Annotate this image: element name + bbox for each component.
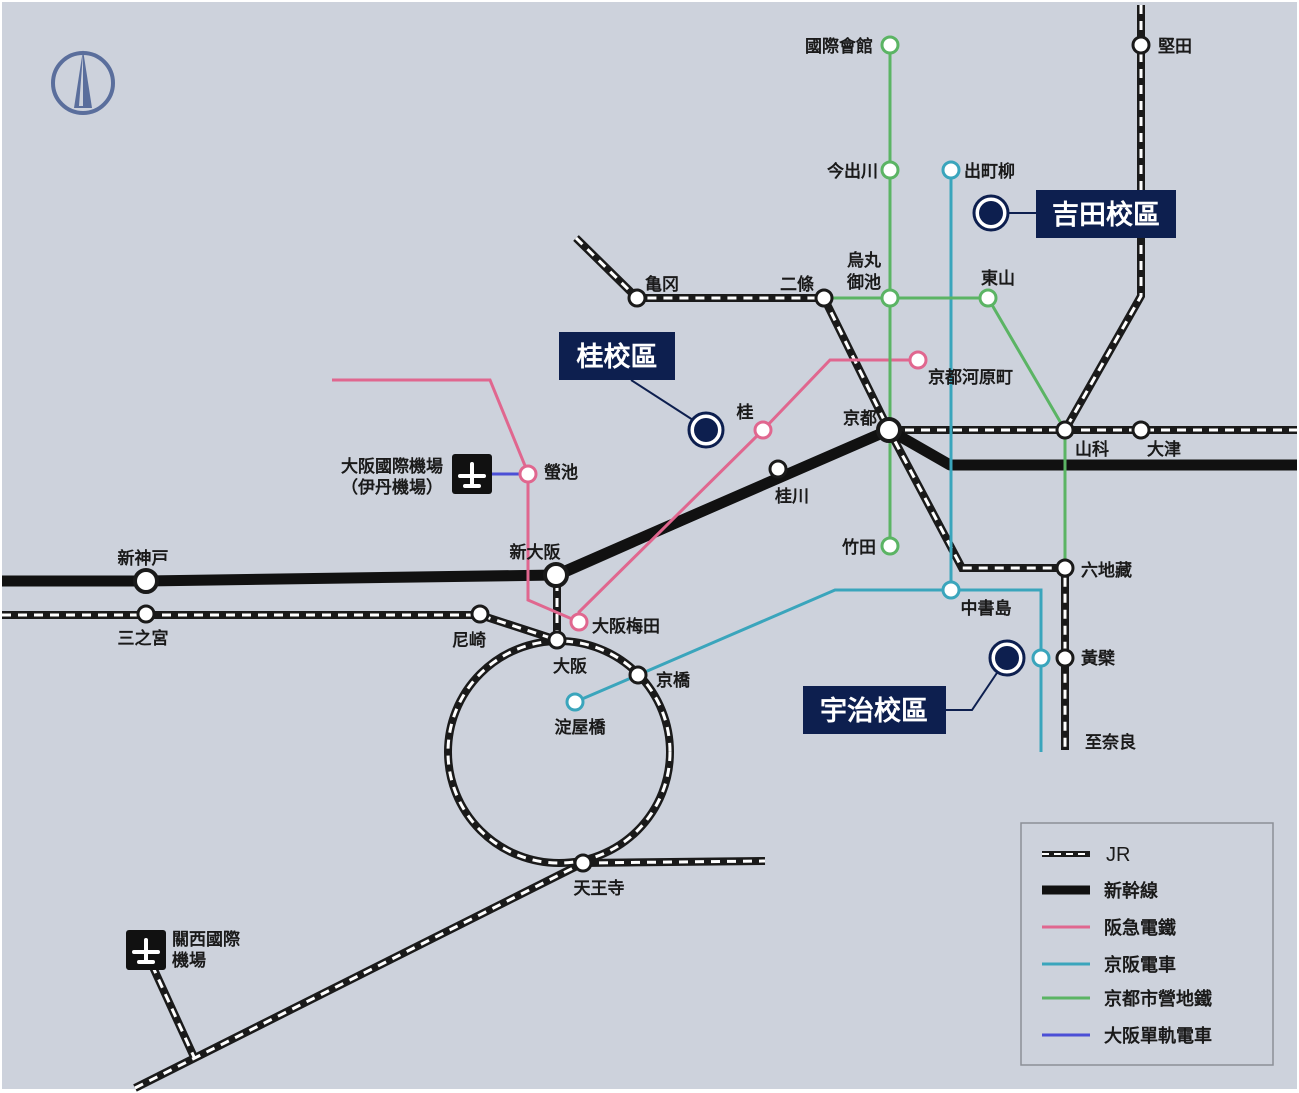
label-kameoka: 亀冈 (645, 274, 679, 295)
label-kyobashi: 京橋 (656, 670, 691, 691)
label-osaka: 大阪 (553, 656, 587, 677)
itami-label-1: 大阪國際機場 (341, 456, 443, 477)
station-dot-rokujizo (1055, 558, 1075, 578)
station-dot-demachiyanagi (941, 160, 961, 180)
itami-label-2: （伊丹機場） (341, 477, 443, 498)
label-chushojima: 中書島 (961, 598, 1012, 619)
station-dot-takeda (880, 536, 900, 556)
label-katsuragawa: 桂川 (774, 486, 809, 507)
kansai-label-2: 機場 (172, 950, 206, 971)
compass-icon (51, 50, 115, 115)
label-imadegawa: 今出川 (827, 161, 878, 182)
svg-text:吉田校區: 吉田校區 (1052, 199, 1160, 231)
airport-kansai: 關西國際 機場 (126, 929, 241, 971)
shinkansen-line (2, 424, 1297, 587)
label-hotarugaike: 螢池 (544, 462, 578, 483)
label-kyoto: 京都 (843, 408, 877, 429)
station-dot-otsu (1131, 420, 1151, 440)
label-tennoji: 天王寺 (574, 878, 625, 899)
label-to-nara: 至奈良 (1085, 732, 1136, 753)
svg-text:京阪電車: 京阪電車 (1104, 954, 1176, 976)
kansai-label-1: 關西國際 (172, 929, 241, 950)
station-dot-amagasaki (470, 604, 490, 624)
station-dot-hotarugaike (518, 464, 538, 484)
campus-label-uji[interactable]: 宇治校區 (803, 686, 946, 734)
station-dot-nijo (814, 288, 834, 308)
station-dot-shin-osaka (543, 562, 569, 588)
label-amagasaki: 尼崎 (452, 630, 486, 651)
label-obaku: 黃檗 (1080, 648, 1116, 669)
svg-text:大阪單軌電車: 大阪單軌電車 (1104, 1025, 1212, 1047)
station-labels: 國際會館 今出川 烏丸 御池 竹田 出町柳 東山 二條 亀冈 堅田 京都 山科 … (118, 36, 1193, 899)
svg-text:宇治校區: 宇治校區 (820, 695, 928, 727)
legend-item-monorail: 大阪單軌電車 (1042, 1025, 1212, 1047)
campus-label-yoshida[interactable]: 吉田校區 (1036, 190, 1176, 238)
campus-marker-yoshida[interactable] (972, 194, 1010, 232)
label-demachiyanagi: 出町柳 (964, 161, 1015, 182)
campus-markers (687, 194, 1026, 677)
campus-marker-katsura[interactable] (687, 411, 725, 449)
label-takeda: 竹田 (841, 537, 876, 558)
svg-text:阪急電鐵: 阪急電鐵 (1104, 917, 1176, 939)
legend-item-jr: JR (1042, 844, 1130, 866)
station-dot-obaku-keihan (1031, 648, 1051, 668)
legend-item-subway: 京都市營地鐵 (1042, 988, 1212, 1010)
station-dot-kyobashi (628, 665, 648, 685)
svg-text:新幹線: 新幹線 (1104, 880, 1158, 902)
station-dot-yodoyabashi (565, 692, 585, 712)
station-markers (133, 35, 1151, 873)
label-higashiyama: 東山 (981, 268, 1015, 289)
label-karasuma-oike-1: 烏丸 (847, 250, 882, 271)
label-rokujizo: 六地藏 (1081, 560, 1132, 581)
station-dot-osaka (547, 630, 567, 650)
station-dot-katata (1131, 35, 1151, 55)
station-dot-kyoto (876, 417, 902, 443)
station-dot-higashiyama (978, 288, 998, 308)
svg-text:JR: JR (1106, 844, 1130, 866)
label-osaka-umeda: 大阪梅田 (592, 616, 660, 637)
legend-item-hankyu: 阪急電鐵 (1042, 917, 1176, 939)
label-yodoyabashi: 淀屋橋 (555, 717, 607, 738)
station-dot-katsura (753, 420, 773, 440)
station-dot-kameoka (627, 288, 647, 308)
station-dot-kawaramachi (908, 350, 928, 370)
station-dot-shin-kobe (133, 568, 159, 594)
label-yamashina: 山科 (1075, 439, 1109, 460)
station-dot-sannomiya (136, 604, 156, 624)
station-dot-katsuragawa (768, 459, 788, 479)
legend-item-shinkansen: 新幹線 (1042, 880, 1158, 902)
station-dot-kokusai-kaikan (880, 35, 900, 55)
label-kokusai-kaikan: 國際會館 (805, 36, 873, 57)
label-nijo: 二條 (780, 274, 814, 295)
label-katata: 堅田 (1158, 37, 1192, 57)
label-sannomiya: 三之宮 (118, 628, 169, 649)
legend-box (1020, 822, 1274, 1066)
campus-marker-uji[interactable] (988, 639, 1026, 677)
station-dot-imadegawa (880, 160, 900, 180)
campus-label-katsura[interactable]: 桂校區 (559, 332, 675, 380)
label-shin-osaka: 新大阪 (510, 542, 561, 563)
station-dot-karasuma-oike (880, 288, 900, 308)
label-kawaramachi: 京都河原町 (928, 367, 1013, 388)
station-dot-obaku (1055, 648, 1075, 668)
label-karasuma-oike-2: 御池 (846, 272, 881, 293)
station-dot-chushojima (941, 580, 961, 600)
legend-item-keihan: 京阪電車 (1042, 954, 1176, 976)
svg-text:桂校區: 桂校區 (577, 341, 658, 373)
label-otsu: 大津 (1147, 439, 1181, 460)
legend: JR 新幹線 阪急電鐵 京阪電車 京都市營地鐵 大阪單軌電車 (1020, 822, 1274, 1066)
label-shin-kobe: 新神戸 (118, 548, 169, 569)
label-katsura: 桂 (736, 402, 754, 423)
station-dot-yamashina (1055, 420, 1075, 440)
svg-text:京都市營地鐵: 京都市營地鐵 (1104, 988, 1212, 1010)
keihan-line (574, 170, 1043, 752)
station-dot-osaka-umeda (569, 612, 589, 632)
station-dot-tennoji (573, 853, 593, 873)
airport-itami: 大阪國際機場 （伊丹機場） (341, 454, 492, 498)
